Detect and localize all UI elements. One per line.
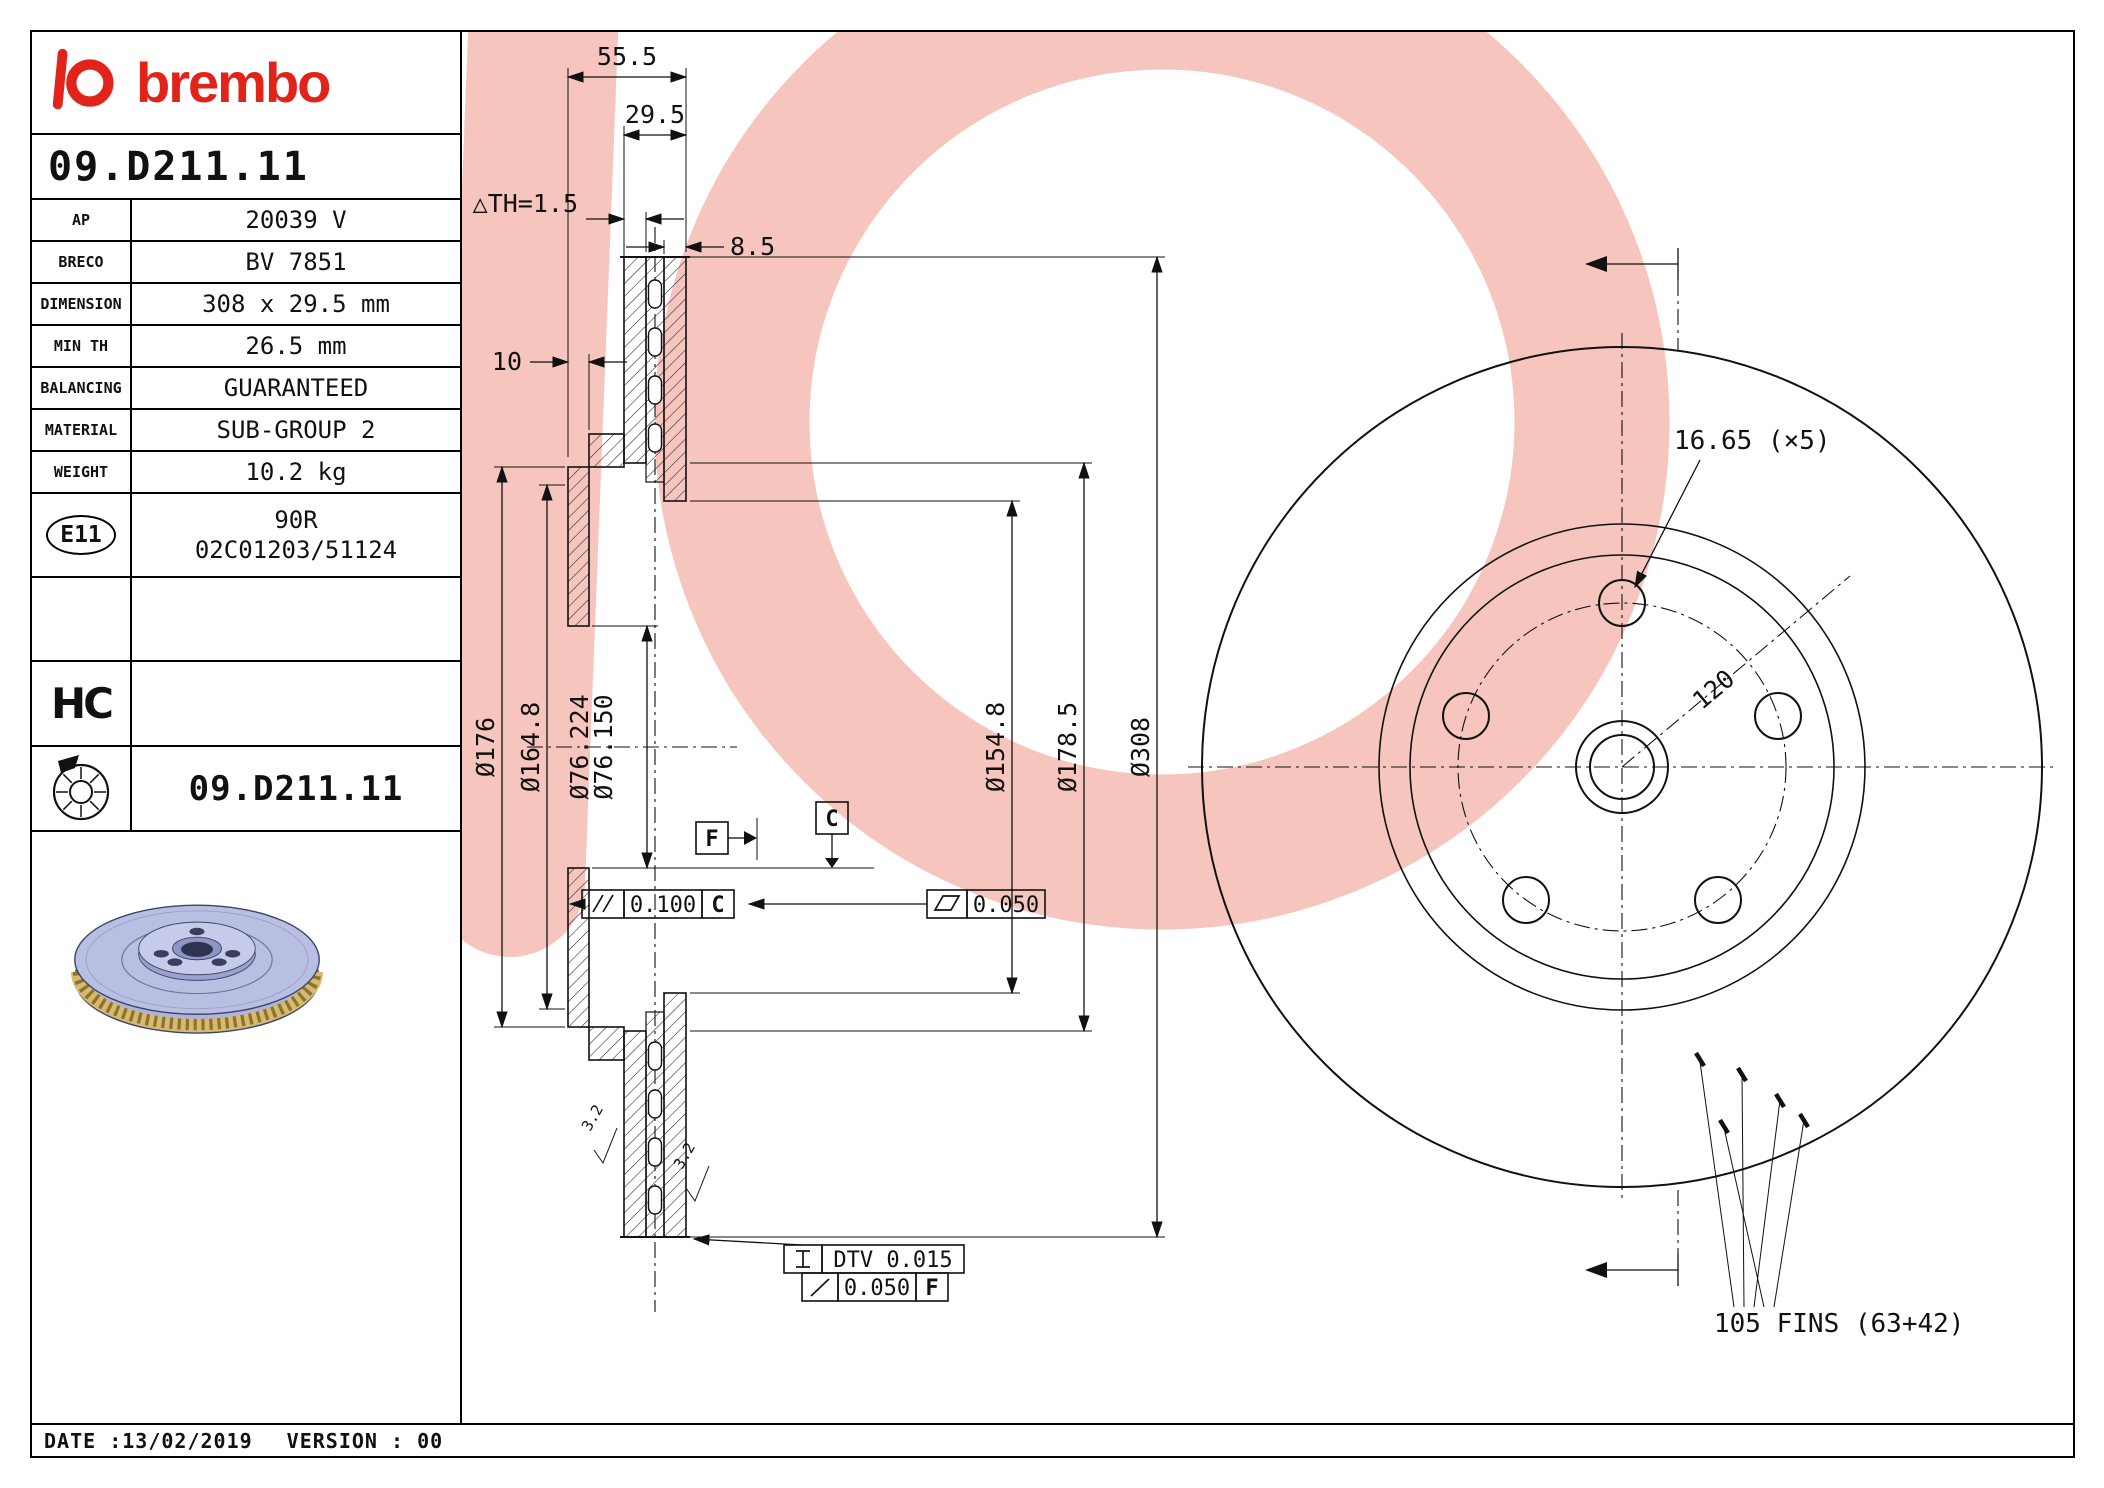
dia-outer: Ø308 [1126, 717, 1155, 777]
brand-header: brembo [32, 32, 460, 135]
empty-row [32, 578, 460, 662]
runout-value: 0.050 [844, 1276, 910, 1301]
brembo-wordmark: brembo [136, 51, 331, 114]
gdt-runout-frame: 0.050 F [801, 1272, 949, 1302]
homologation-row: E11 90R 02C01203/51124 [32, 494, 460, 578]
spec-label: BALANCING [32, 368, 132, 408]
spec-value: 308 x 29.5 mm [202, 290, 390, 318]
gdt-parallelism-frame: 0.100 C [568, 889, 735, 919]
section-arrow-top [1585, 248, 1679, 350]
parallelism-icon [592, 894, 614, 913]
dim-width-total: 55.5 [597, 42, 657, 71]
brake-disc-render [71, 904, 323, 1034]
spec-value: 10.2 kg [245, 458, 347, 486]
dia-band-inner2: Ø178.5 [1053, 702, 1082, 792]
spec-row-ap: AP 20039 V [32, 200, 460, 242]
dia-bore-max: Ø76.224 [565, 694, 594, 799]
title-block-footer: DATE :13/02/2019 VERSION : 00 [32, 1423, 2073, 1456]
dim-plate-thickness: 8.5 [730, 232, 775, 261]
roughness-value: 3.2 [578, 1102, 607, 1134]
brembo-logo-icon [52, 48, 114, 109]
part-number-footer: 09.D211.11 [188, 768, 404, 809]
datum-c-label: C [825, 807, 838, 832]
dia-hat: Ø176 [471, 717, 500, 777]
disc-circles [1201, 346, 2043, 1188]
spec-label: DIMENSION [32, 284, 132, 324]
drawing-sheet: brembo 09.D211.11 AP 20039 V BRECO BV 78… [30, 30, 2075, 1458]
cross-section-view: 55.5 29.5 △TH=1.5 8.5 10 Ø176 Ø164.8 Ø76… [471, 42, 1165, 1312]
runout-icon [810, 1278, 830, 1297]
gdt-dtv-frame: DTV 0.015 [692, 1234, 965, 1274]
dia-bore-min: Ø76.150 [589, 694, 618, 799]
dtv-value: DTV 0.015 [833, 1248, 952, 1273]
flatness-icon [933, 895, 961, 911]
technical-drawing-area: 55.5 29.5 △TH=1.5 8.5 10 Ø176 Ø164.8 Ø76… [462, 32, 2075, 1427]
dia-flange: Ø164.8 [516, 702, 545, 792]
spec-row-weight: WEIGHT 10.2 kg [32, 452, 460, 494]
dia-band-inner: Ø154.8 [981, 702, 1010, 792]
spec-row-dimension: DIMENSION 308 x 29.5 mm [32, 284, 460, 326]
dim-flange-thickness: 10 [492, 347, 522, 376]
front-view: 16.65 (×5) 120 [1188, 248, 2056, 1339]
spec-value: SUB-GROUP 2 [216, 416, 376, 444]
spec-panel: brembo 09.D211.11 AP 20039 V BRECO BV 78… [32, 32, 462, 1427]
flatness-value: 0.050 [973, 893, 1039, 918]
roughness-mark-1: 3.2 [578, 1102, 618, 1165]
part-number-row: 09.D211.11 [32, 747, 460, 832]
bolt-circle [1457, 602, 1787, 932]
disc-profile [567, 256, 690, 1238]
brake-disc-icon [52, 754, 110, 820]
hc-logo: HC [51, 679, 114, 728]
section-arrow-bottom [1585, 1190, 1679, 1286]
datum-f-flag: F [695, 818, 758, 860]
spec-value: 26.5 mm [245, 332, 347, 360]
hc-row: HC [32, 662, 460, 747]
product-photo-area [32, 832, 460, 1425]
parallelism-datum: C [711, 893, 724, 918]
datum-c-flag: C [815, 801, 849, 868]
version-label: VERSION : 00 [286, 1428, 444, 1453]
bolt-circle-dimension: 120 [1687, 664, 1740, 715]
spec-row-breco: BRECO BV 7851 [32, 242, 460, 284]
extension-lines [494, 68, 1165, 1238]
dim-min-wear: △TH=1.5 [473, 189, 578, 218]
homologation-line1: 90R [274, 506, 318, 534]
spec-row-material: MATERIAL SUB-GROUP 2 [32, 410, 460, 452]
spec-row-min-th: MIN TH 26.5 mm [32, 326, 460, 368]
technical-drawing: 55.5 29.5 △TH=1.5 8.5 10 Ø176 Ø164.8 Ø76… [462, 32, 2056, 1339]
parallelism-value: 0.100 [630, 893, 696, 918]
runout-datum: F [925, 1276, 938, 1301]
dimension-lines: 55.5 29.5 △TH=1.5 8.5 10 Ø176 Ø164.8 Ø76… [471, 42, 1163, 1239]
spec-label: MIN TH [32, 326, 132, 366]
bolt-hole-dimension: 16.65 (×5) [1674, 426, 1831, 456]
bolt-holes [1442, 579, 1802, 924]
spec-label: BRECO [32, 242, 132, 282]
thickness-variation-icon [796, 1250, 810, 1268]
date-label: DATE :13/02/2019 [44, 1428, 253, 1453]
diagonal-centerline [1621, 575, 1851, 768]
spec-label: WEIGHT [32, 452, 132, 492]
spec-label: MATERIAL [32, 410, 132, 450]
spec-value: GUARANTEED [223, 374, 369, 402]
fin-callout: 105 FINS (63+42) [1694, 1051, 1964, 1339]
gdt-flatness-frame: 0.050 [747, 889, 1046, 919]
part-number-header: 09.D211.11 [32, 135, 460, 200]
homologation-line2: 02C01203/51124 [194, 536, 398, 564]
spec-label: AP [32, 200, 132, 240]
datum-f-label: F [705, 827, 718, 852]
dim-band-width: 29.5 [625, 100, 685, 129]
e11-badge: E11 [46, 515, 116, 555]
spec-value: 20039 V [245, 206, 347, 234]
spec-value: BV 7851 [245, 248, 347, 276]
fin-count-label: 105 FINS (63+42) [1714, 1309, 1964, 1339]
spec-row-balancing: BALANCING GUARANTEED [32, 368, 460, 410]
